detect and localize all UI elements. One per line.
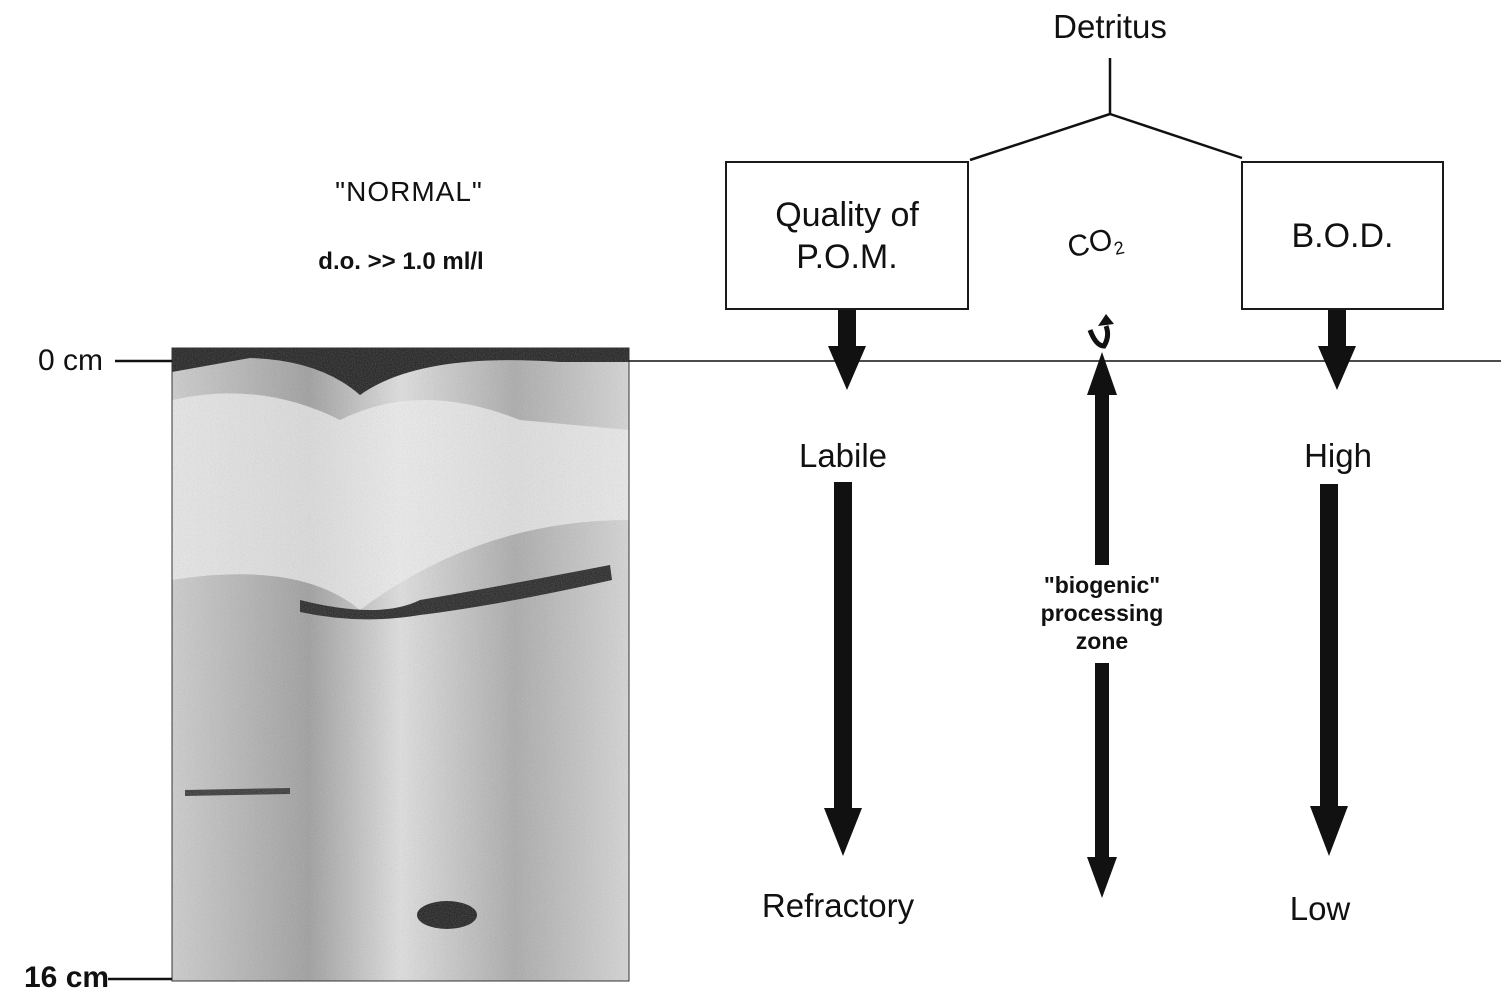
pom-quality-box: Quality of P.O.M.	[725, 161, 969, 310]
pom-refractory-label: Refractory	[762, 887, 914, 925]
bod-down-arrow	[1318, 308, 1356, 390]
bod-box: B.O.D.	[1241, 161, 1444, 310]
bod-low-label: Low	[1290, 890, 1351, 928]
pom-down-arrow	[828, 308, 866, 390]
pom-gradient-arrow	[824, 482, 862, 856]
co2-release-arrow	[1090, 314, 1114, 346]
normal-condition-label: "NORMAL"	[335, 176, 483, 208]
dissolved-oxygen-label: d.o. >> 1.0 ml/l	[318, 248, 483, 276]
bod-box-label: B.O.D.	[1291, 215, 1393, 257]
pom-labile-label: Labile	[799, 437, 887, 475]
sediment-core-photo	[172, 348, 629, 981]
depth-bottom-label: 16 cm	[24, 961, 109, 995]
detritus-tree	[970, 58, 1242, 160]
detritus-label: Detritus	[1053, 8, 1167, 46]
pom-box-line2: P.O.M.	[775, 236, 919, 278]
bod-gradient-arrow	[1310, 484, 1348, 856]
zone-line1: "biogenic"	[1041, 571, 1164, 599]
depth-top-label: 0 cm	[38, 344, 103, 378]
pom-box-line1: Quality of	[775, 194, 919, 236]
bod-high-label: High	[1304, 437, 1372, 475]
zone-line2: processing	[1041, 599, 1164, 627]
zone-line3: zone	[1041, 627, 1164, 655]
biogenic-zone-label: "biogenic" processing zone	[1041, 571, 1164, 655]
